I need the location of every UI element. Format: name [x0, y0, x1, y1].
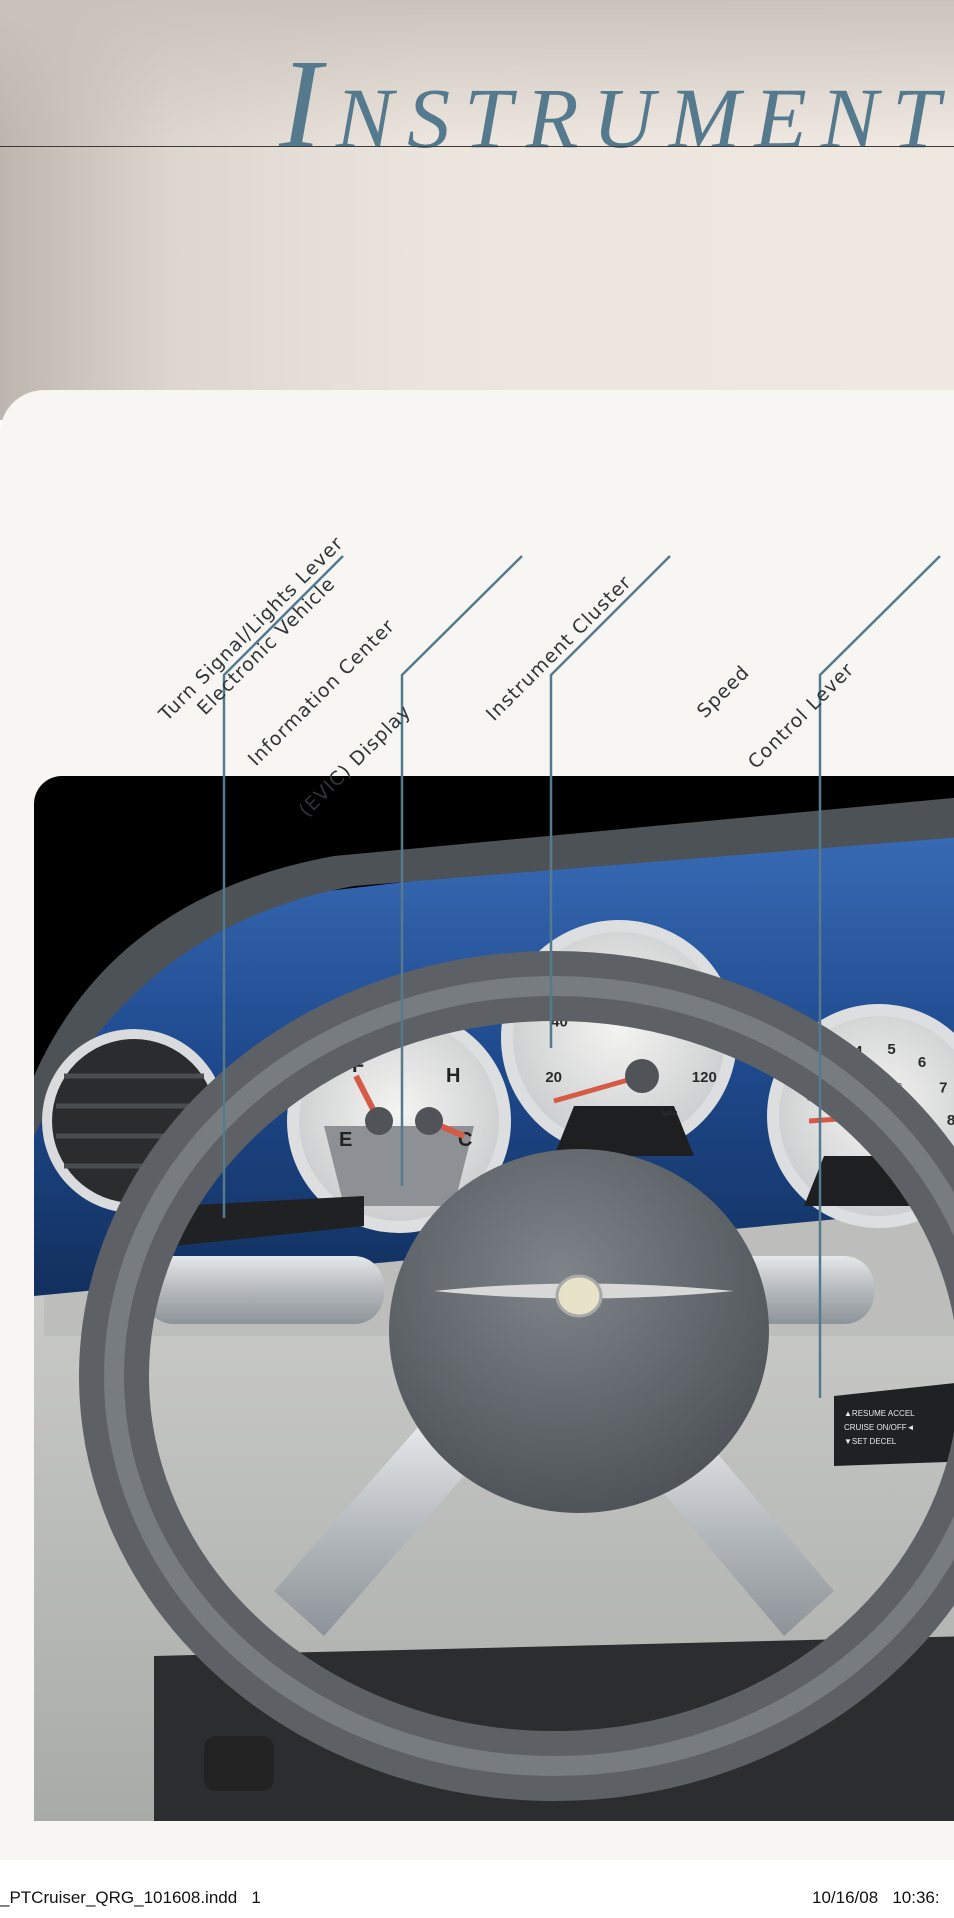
cruise-label-cruise: CRUISE ON/OFF◄: [844, 1423, 915, 1432]
cruise-label-resume: ▲RESUME ACCEL: [844, 1409, 915, 1418]
speedometer-tick-120: 120: [692, 1069, 717, 1086]
speedometer-tick-20: 20: [545, 1069, 562, 1086]
steering-hub: [389, 1149, 769, 1513]
header-shade: [0, 0, 954, 140]
callout-speed-line-1: Speed: [692, 661, 755, 723]
dash-top: [34, 797, 954, 1136]
leader-turn-signal: [222, 555, 344, 1218]
tachometer-tick-7: 7: [939, 1080, 947, 1097]
cruise-label-set: ▼SET DECEL: [844, 1437, 897, 1446]
blue-dash-panel: [34, 818, 954, 1296]
tachometer-tick-6: 6: [918, 1054, 926, 1071]
footer-stamp: 10/16/08 10:36:: [812, 1888, 940, 1907]
tachometer-tick-8: 8: [947, 1112, 954, 1129]
footer-file: _PTCruiser_QRG_101608.indd 1: [0, 1888, 261, 1907]
speedometer-unit: MPH: [662, 1111, 678, 1118]
fuel-empty-label: E: [339, 1129, 352, 1151]
tachometer-tick-5: 5: [887, 1041, 895, 1058]
leader-evic: [400, 555, 523, 1186]
footwell: [154, 1636, 954, 1821]
cruise-control-stalk: ▲RESUME ACCEL CRUISE ON/OFF◄ ▼SET DECEL: [834, 1383, 954, 1466]
steering-wheel: [79, 951, 954, 1801]
title-rule: [0, 146, 954, 147]
temp-hot-label: H: [446, 1065, 460, 1087]
lower-switch: [204, 1736, 274, 1791]
leader-speed: [818, 555, 941, 1398]
turn-signal-stalk: [174, 1196, 364, 1246]
callout-speed-line-2: Control Lever: [743, 658, 859, 774]
leader-cluster: [549, 555, 671, 1048]
